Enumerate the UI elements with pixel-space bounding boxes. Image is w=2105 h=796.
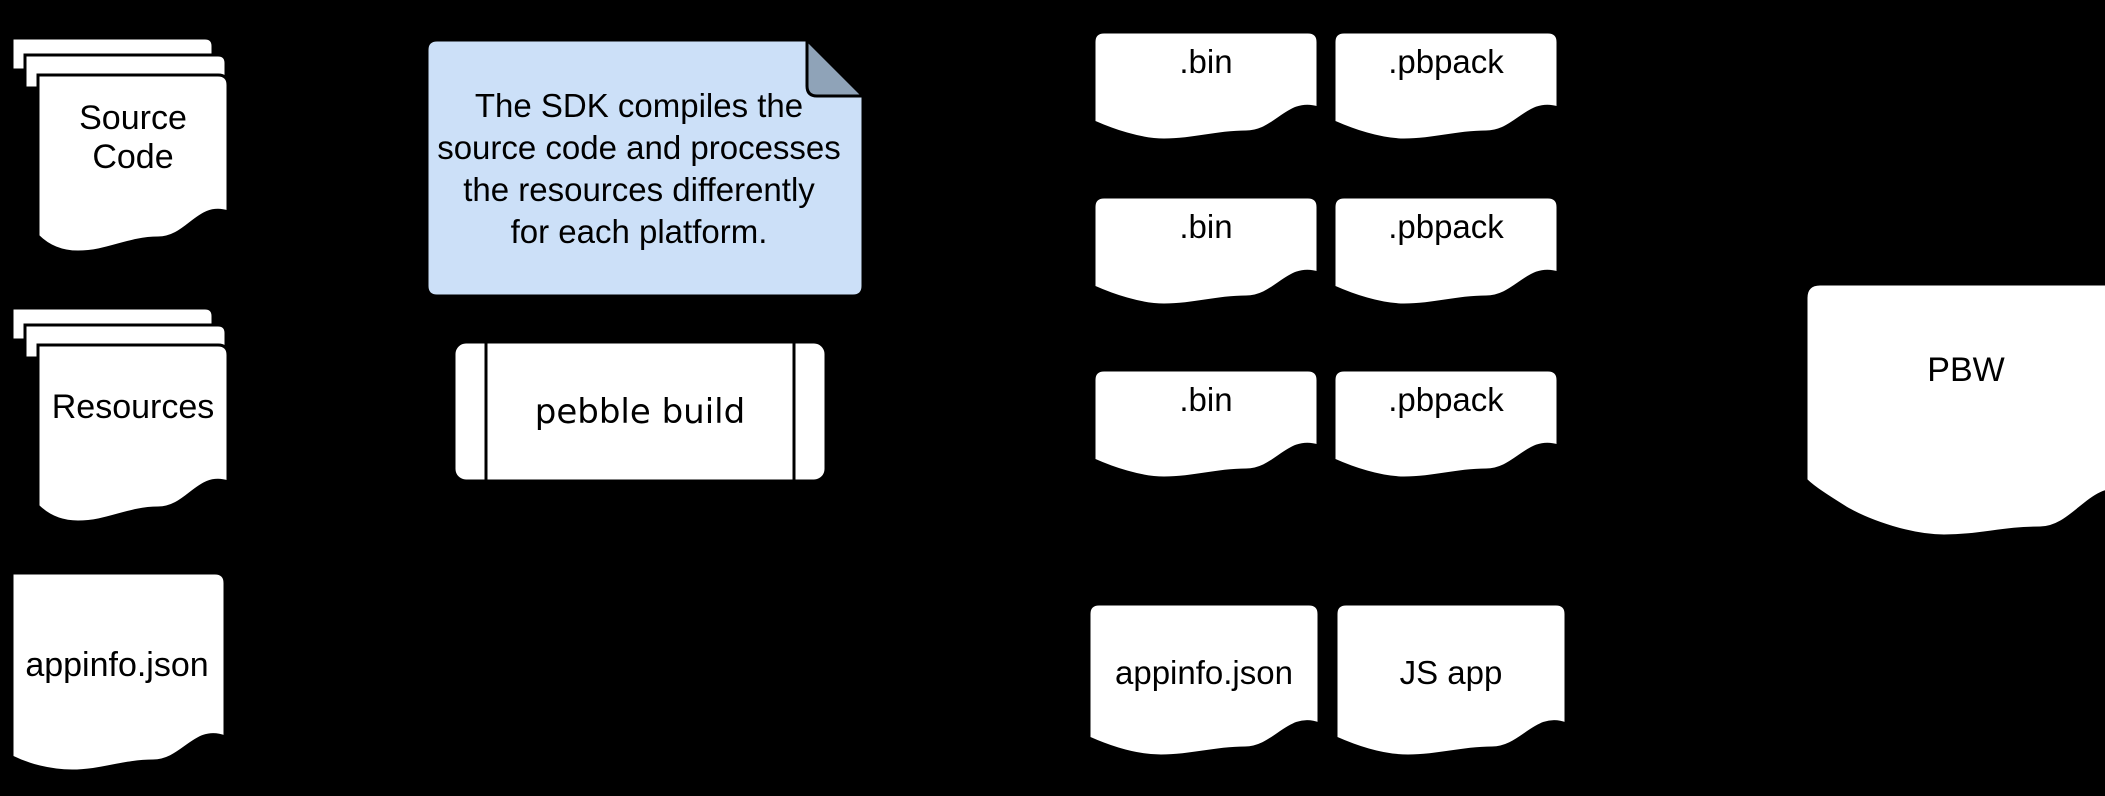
- node-input-appinfo[interactable]: appinfo.json: [0, 565, 240, 780]
- node-output-js-app[interactable]: JS app: [1332, 600, 1572, 760]
- node-output-pbpack-3[interactable]: .pbpack: [1330, 366, 1562, 480]
- node-output-bin-2[interactable]: .bin: [1090, 193, 1322, 307]
- node-pbw-bundle[interactable]: PBW: [1802, 280, 2105, 545]
- node-resources[interactable]: Resources: [0, 300, 240, 525]
- node-output-pbpack-2[interactable]: .pbpack: [1330, 193, 1562, 307]
- node-output-appinfo[interactable]: appinfo.json: [1085, 600, 1325, 760]
- node-output-pbpack-1[interactable]: .pbpack: [1330, 28, 1562, 142]
- note-sdk-explanation: The SDK compiles the source code and pro…: [415, 36, 867, 300]
- node-output-bin-1[interactable]: .bin: [1090, 28, 1322, 142]
- node-pebble-build[interactable]: pebble build: [452, 340, 828, 483]
- node-output-bin-3[interactable]: .bin: [1090, 366, 1322, 480]
- node-source-code[interactable]: Source Code: [0, 30, 240, 255]
